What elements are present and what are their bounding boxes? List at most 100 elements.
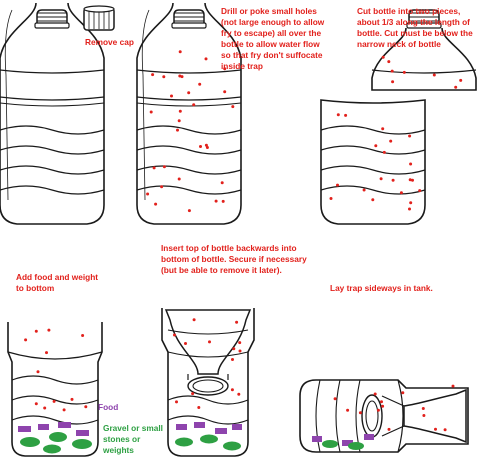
air-hole <box>371 198 375 202</box>
air-hole <box>191 392 195 396</box>
air-hole <box>221 199 225 203</box>
air-hole <box>381 55 385 59</box>
air-hole <box>238 349 242 353</box>
air-holes <box>329 55 463 211</box>
air-hole <box>390 69 394 73</box>
air-hole <box>381 127 385 131</box>
air-hole <box>382 150 386 154</box>
air-hole <box>208 340 211 344</box>
air-hole <box>230 388 234 392</box>
air-hole <box>411 178 414 182</box>
air-hole <box>24 338 28 342</box>
air-hole <box>373 392 377 396</box>
air-hole <box>178 109 182 113</box>
air-hole <box>160 185 164 189</box>
air-hole <box>418 189 422 193</box>
air-hole <box>173 333 176 337</box>
air-hole <box>170 94 173 98</box>
air-hole <box>162 165 166 169</box>
air-hole <box>408 134 412 138</box>
air-holes <box>173 318 242 409</box>
air-hole <box>81 334 85 337</box>
air-hole <box>336 183 339 187</box>
air-hole <box>198 82 202 86</box>
air-hole <box>402 70 406 74</box>
air-hole <box>220 181 224 185</box>
air-hole <box>84 405 88 409</box>
air-hole <box>47 328 51 332</box>
air-hole <box>177 119 181 123</box>
air-hole <box>391 178 395 182</box>
step-3-instruction: Cut bottle into two pieces, about 1/3 al… <box>357 6 473 49</box>
gravel-legend-label: Gravel or small stones or weights <box>103 423 163 455</box>
air-hole <box>223 90 227 94</box>
air-hole <box>408 178 412 182</box>
air-hole <box>362 188 366 192</box>
air-hole <box>70 397 74 401</box>
air-hole <box>379 177 383 181</box>
air-hole <box>329 197 333 200</box>
air-hole <box>401 391 405 395</box>
air-holes <box>333 384 455 432</box>
air-hole <box>154 202 158 206</box>
air-hole <box>408 207 411 211</box>
air-hole <box>391 80 395 84</box>
food-legend-label: Food <box>98 402 119 412</box>
air-hole <box>214 199 218 203</box>
air-hole <box>422 414 426 417</box>
step-2-instruction: Drill or poke small holes (not large eno… <box>221 6 325 71</box>
air-hole <box>443 428 447 432</box>
bottle-cap <box>83 5 115 31</box>
air-hole <box>34 402 38 406</box>
air-hole <box>197 406 201 409</box>
air-hole <box>389 139 393 143</box>
air-hole <box>36 370 40 374</box>
air-hole <box>177 177 181 181</box>
air-hole <box>421 407 425 410</box>
air-hole <box>176 128 179 132</box>
air-hole <box>459 78 463 82</box>
air-hole <box>146 192 150 196</box>
bottle-neck <box>34 9 70 29</box>
air-holes <box>24 328 88 412</box>
air-hole <box>336 113 340 117</box>
air-hole <box>380 400 383 404</box>
air-hole <box>231 358 234 361</box>
air-hole <box>434 427 437 431</box>
air-hole <box>199 145 202 148</box>
air-hole <box>232 347 236 351</box>
air-hole <box>231 105 235 109</box>
gravel-stones <box>322 440 364 450</box>
air-hole <box>151 73 155 77</box>
step-5-instruction: Insert top of bottle backwards into bott… <box>161 243 307 275</box>
air-hole <box>187 91 191 95</box>
air-hole <box>237 392 241 396</box>
air-hole <box>454 85 458 89</box>
air-hole <box>409 162 413 166</box>
air-hole <box>52 399 56 403</box>
air-hole <box>192 318 196 322</box>
air-hole <box>178 50 182 54</box>
air-hole <box>204 57 208 61</box>
bottle-neck <box>171 9 207 29</box>
air-hole <box>162 75 166 79</box>
air-hole <box>149 110 153 114</box>
air-hole <box>43 406 47 410</box>
air-hole <box>34 329 38 333</box>
air-hole <box>45 351 48 355</box>
air-hole <box>381 404 385 408</box>
air-hole <box>399 191 403 195</box>
bottle-bottom-piece <box>320 99 426 225</box>
air-hole <box>409 201 413 205</box>
air-hole <box>387 427 391 431</box>
air-hole <box>333 397 337 401</box>
assembled-trap <box>161 308 255 457</box>
bottle-top-piece <box>371 27 477 91</box>
air-hole <box>184 342 187 345</box>
air-hole <box>451 384 455 388</box>
food-pellets <box>18 422 89 436</box>
food-pellets <box>312 434 374 446</box>
air-hole <box>346 408 350 412</box>
